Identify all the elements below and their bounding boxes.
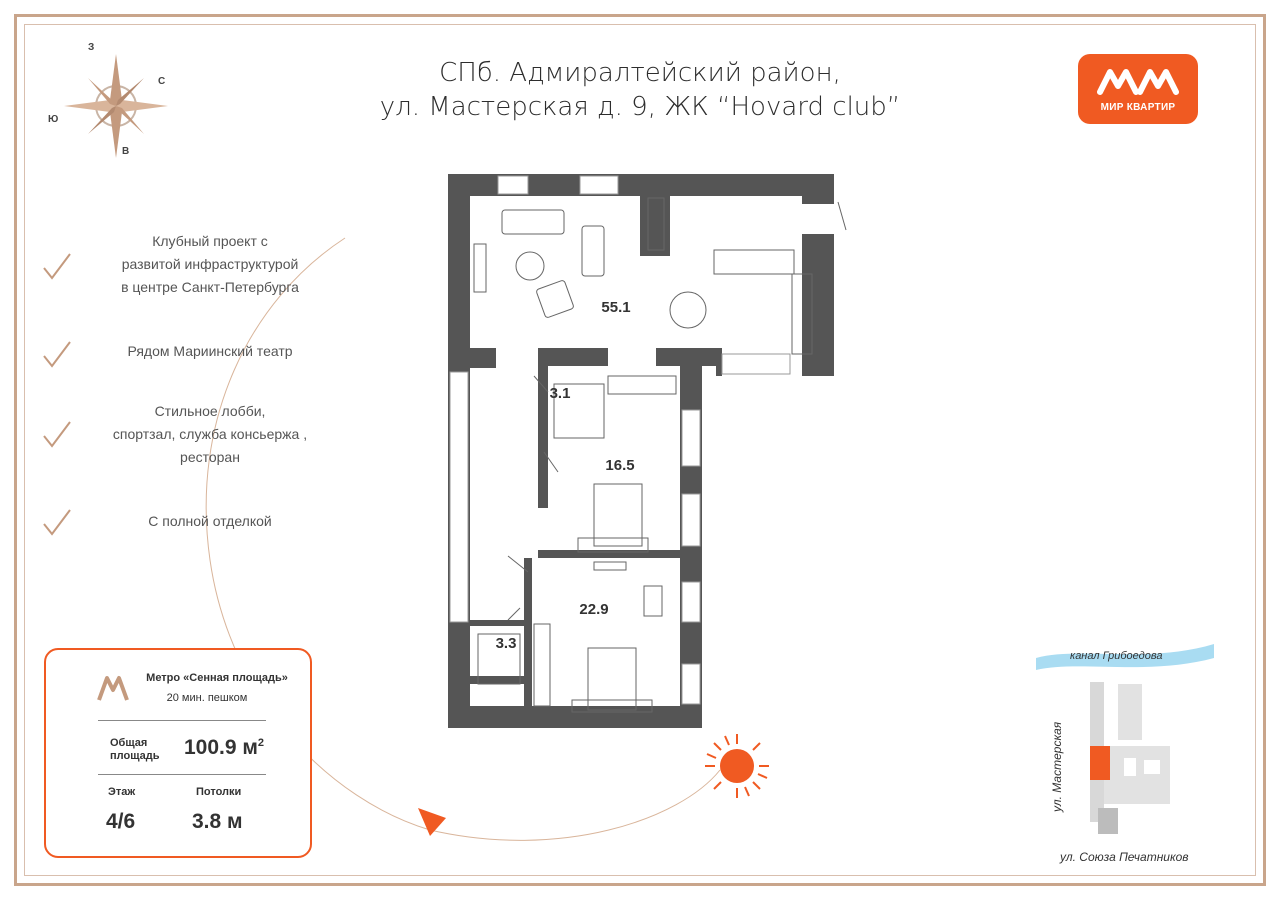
title-line-1: СПб. Адмиралтейский район, bbox=[439, 58, 841, 88]
area-unit-sup: 2 bbox=[257, 737, 265, 749]
outer-frame bbox=[14, 14, 1266, 886]
info-box: Метро «Сенная площадь» 20 мин. пешком Об… bbox=[44, 648, 312, 858]
feature-text: ресторан bbox=[180, 449, 240, 465]
floor-label: Этаж bbox=[108, 786, 136, 798]
checkmark-icon bbox=[43, 253, 71, 280]
area-value-number: 100.9 м bbox=[184, 736, 258, 759]
room-label-bath-1: 3.1 bbox=[550, 385, 571, 402]
title-line-2: ул. Мастерская д. 9, ЖК “Hovard club” bbox=[379, 92, 901, 122]
area-label: Общая площадь bbox=[110, 737, 180, 763]
church-icon bbox=[1098, 808, 1118, 834]
windows bbox=[449, 175, 791, 705]
floor-value: 4/6 bbox=[106, 810, 136, 833]
brand-mark-icon bbox=[1097, 69, 1179, 95]
area-label-line: Общая bbox=[110, 737, 148, 749]
page-title: СПб. Адмиралтейский район, ул. Мастерска… bbox=[330, 56, 950, 124]
metro-icon bbox=[97, 676, 129, 701]
compass-label-left: Ю bbox=[48, 114, 59, 125]
brand-logo: МИР КВАРТИР bbox=[1078, 54, 1198, 124]
compass-rose: З С Ю В bbox=[44, 40, 174, 160]
location-map bbox=[1036, 644, 1214, 834]
feature-text: спортзал, служба консьержа , bbox=[112, 426, 308, 442]
metro-name: Метро «Сенная площадь» bbox=[146, 672, 288, 684]
checkmark-icon bbox=[43, 341, 71, 368]
map-label-canal: канал Грибоедова bbox=[1070, 650, 1163, 662]
compass-label-top: З bbox=[88, 42, 95, 53]
divider bbox=[98, 720, 266, 721]
compass-label-right: С bbox=[158, 76, 166, 87]
compass-icon bbox=[64, 54, 168, 158]
room-label-living: 55.1 bbox=[601, 299, 630, 316]
metro-walk-time: 20 мин. пешком bbox=[166, 692, 248, 704]
divider bbox=[98, 774, 266, 775]
map-label-street-horizontal: ул. Союза Печатников bbox=[1060, 850, 1189, 864]
canal-shape bbox=[1036, 644, 1214, 670]
checkmark-icon bbox=[43, 509, 71, 536]
room-label-bath-2: 3.3 bbox=[496, 635, 517, 652]
brand-name: МИР КВАРТИР bbox=[1100, 102, 1176, 113]
doors bbox=[507, 375, 559, 621]
furniture bbox=[473, 209, 707, 713]
feature-text: развитой инфраструктурой bbox=[121, 256, 299, 272]
area-value: 100.9 м2 bbox=[184, 736, 264, 760]
feature-text: в центре Санкт-Петербурга bbox=[121, 279, 299, 295]
feature-text: Клубный проект с bbox=[152, 233, 268, 249]
room-label-bedroom-1: 16.5 bbox=[605, 457, 634, 474]
inner-frame bbox=[24, 24, 1256, 876]
floor-plan: 55.1 3.1 16.5 22.9 3.3 bbox=[448, 174, 847, 728]
feature-text: С полной отделкой bbox=[148, 513, 272, 529]
ceiling-label: Потолки bbox=[196, 786, 242, 798]
feature-text: Рядом Мариинский театр bbox=[127, 343, 293, 359]
kitchen bbox=[647, 197, 847, 355]
ceiling-value: 3.8 м bbox=[192, 810, 243, 833]
checkmark-icon bbox=[43, 421, 71, 448]
room-label-bedroom-2: 22.9 bbox=[579, 601, 608, 618]
building-marker bbox=[1090, 746, 1110, 780]
map-label-street-vertical: ул. Мастерская bbox=[1050, 721, 1064, 812]
feature-text: Стильное лобби, bbox=[154, 403, 266, 419]
area-label-line: площадь bbox=[110, 750, 160, 762]
compass-label-bottom: В bbox=[122, 146, 130, 157]
